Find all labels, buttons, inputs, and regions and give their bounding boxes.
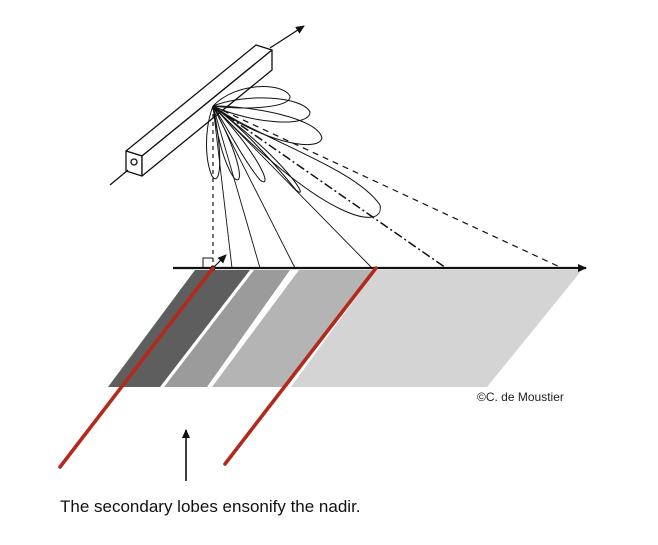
swath-band-far (291, 270, 582, 387)
ray-1 (212, 105, 233, 269)
ensonified-swath (108, 270, 582, 387)
beam-lobes (206, 86, 381, 218)
lobe-lower-3 (212, 105, 266, 183)
caption: The secondary lobes ensonify the nadir. (60, 497, 361, 516)
ray-2 (212, 105, 261, 269)
swath-band-light (212, 270, 372, 387)
main-beam-axis (212, 105, 447, 269)
beam-rays (212, 105, 373, 269)
nadir-arrow (212, 254, 227, 269)
lobe-lower-1 (206, 105, 221, 180)
transducer-side-face (141, 49, 273, 177)
transducer-top-face (125, 44, 273, 157)
lobe-upper-2 (212, 97, 311, 123)
swath-edge-line (212, 105, 563, 269)
lobe-upper-3 (212, 105, 323, 146)
right-angle-marker (202, 257, 213, 268)
along-track-axis (269, 25, 305, 49)
ray-4 (212, 105, 373, 269)
credit-text: ©C. de Moustier (477, 390, 564, 404)
along-track-axis-tail (109, 169, 129, 186)
highlight-lines (58, 266, 378, 469)
highlight-line-main (223, 266, 378, 466)
transducer-array (125, 44, 273, 177)
ray-3 (212, 105, 296, 269)
highlight-line-nadir (58, 266, 215, 469)
swath-band-mid (164, 270, 290, 387)
transducer-end-marker (130, 158, 138, 166)
main-lobe (212, 105, 381, 218)
